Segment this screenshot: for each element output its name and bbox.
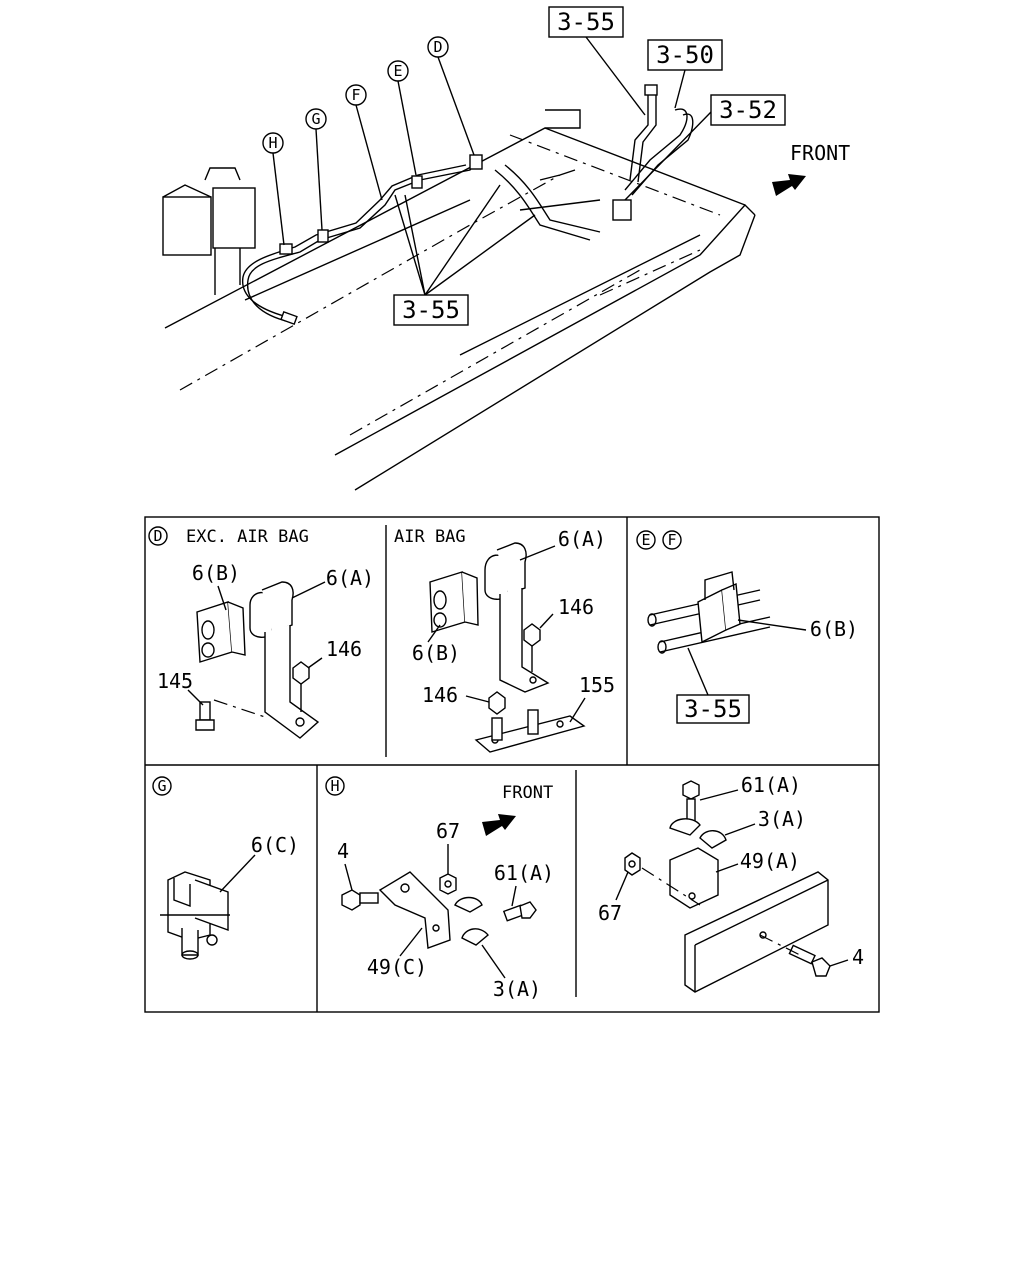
part-label: 146 — [422, 683, 458, 707]
detail-panels-frame — [144, 516, 880, 1013]
bolt-61a — [682, 780, 700, 826]
panel-marker: H — [330, 777, 339, 795]
brake-pipes — [241, 84, 694, 326]
marker-letter: G — [311, 110, 320, 128]
panel-g: G 6(C) — [152, 776, 299, 960]
bolt-4 — [341, 889, 379, 911]
panel-title: EXC. AIR BAG — [186, 527, 309, 547]
clip-6b — [697, 571, 741, 644]
front-label: FRONT — [790, 141, 850, 165]
part-label: 155 — [579, 673, 615, 697]
part-label: 146 — [558, 595, 594, 619]
ref-label: 3-55 — [402, 296, 460, 324]
part-label: 6(B) — [192, 561, 240, 585]
marker-letter: H — [268, 134, 277, 152]
nut-146-lower — [488, 691, 506, 715]
front-indicator: FRONT — [772, 141, 850, 196]
detail-marker-g: G — [305, 108, 327, 231]
nut-146-upper — [523, 623, 541, 647]
ref-box-3-50: 3-50 — [647, 39, 723, 109]
ref-label: 3-52 — [719, 96, 777, 124]
panel-d-exc-air-bag: D EXC. AIR BAG 6(B) 6(A) 146 145 — [148, 526, 374, 739]
bracket-49c — [378, 871, 451, 949]
panel-e-f: E F 6(B) 3-55 — [636, 530, 858, 724]
marker-letter: F — [351, 86, 360, 104]
clip-6b — [196, 601, 246, 663]
nut-67 — [624, 852, 641, 876]
main-overview: 3-55 3-50 3-52 3-55 H G — [162, 6, 850, 491]
nut-146 — [292, 661, 310, 685]
stud — [491, 717, 503, 741]
ref-box-3-55-bottom: 3-55 — [393, 184, 536, 326]
ref-label: 3-55 — [557, 8, 615, 36]
panel-marker: F — [667, 531, 676, 549]
part-label: 4 — [852, 945, 864, 969]
clip-6b — [429, 571, 479, 633]
panel-h: H FRONT 4 67 61(A) 49(C) — [325, 773, 864, 1001]
panel-marker: E — [641, 531, 650, 549]
ref-label: 3-55 — [684, 695, 742, 723]
part-label: 6(B) — [412, 641, 460, 665]
part-label: 49(C) — [367, 955, 427, 979]
nut-67 — [439, 873, 457, 895]
panel-d-air-bag: AIR BAG 6(A) 146 6(B) 146 15 — [394, 527, 615, 753]
front-label: FRONT — [502, 783, 553, 803]
panel-marker: D — [153, 527, 162, 545]
front-arrow-icon — [772, 174, 806, 196]
bolt-61a — [502, 901, 537, 922]
detail-marker-h: H — [262, 132, 285, 246]
reservoir-box — [162, 196, 212, 256]
part-label: 146 — [326, 637, 362, 661]
part-label: 145 — [157, 669, 193, 693]
bracket-49a — [669, 847, 719, 909]
clip-6c — [160, 871, 230, 960]
part-label: 49(A) — [740, 849, 800, 873]
panel-title: AIR BAG — [394, 527, 466, 547]
part-label: 6(A) — [326, 566, 374, 590]
front-arrow-icon — [482, 814, 516, 836]
detail-marker-e: E — [387, 60, 417, 176]
ref-label: 3-50 — [656, 41, 714, 69]
part-label: 67 — [436, 819, 460, 843]
part-label: 3(A) — [758, 807, 806, 831]
part-label: 6(B) — [810, 617, 858, 641]
part-label: 67 — [598, 901, 622, 925]
bolt-145 — [195, 701, 215, 731]
ref-box-3-52: 3-52 — [624, 94, 786, 201]
detail-marker-d: D — [427, 36, 475, 156]
clamp-3a — [669, 818, 727, 849]
detail-marker-f: F — [345, 84, 383, 201]
bracket-6a — [484, 542, 550, 693]
bracket-6a — [249, 581, 320, 739]
part-label: 61(A) — [494, 861, 554, 885]
chassis-frame — [162, 109, 756, 491]
stud — [527, 709, 539, 735]
part-label: 3(A) — [493, 977, 541, 1001]
panel-marker: G — [157, 777, 166, 795]
ref-box — [676, 694, 750, 724]
clamp-3a — [454, 896, 489, 946]
part-label: 61(A) — [741, 773, 801, 797]
bolt-4 — [788, 944, 831, 977]
part-label: 6(A) — [558, 527, 606, 551]
marker-letter: D — [433, 38, 442, 56]
part-label: 4 — [337, 839, 349, 863]
marker-letter: E — [393, 62, 402, 80]
ref-box-3-55-top: 3-55 — [548, 6, 646, 116]
part-label: 6(C) — [251, 833, 299, 857]
frame-rail — [684, 871, 829, 993]
